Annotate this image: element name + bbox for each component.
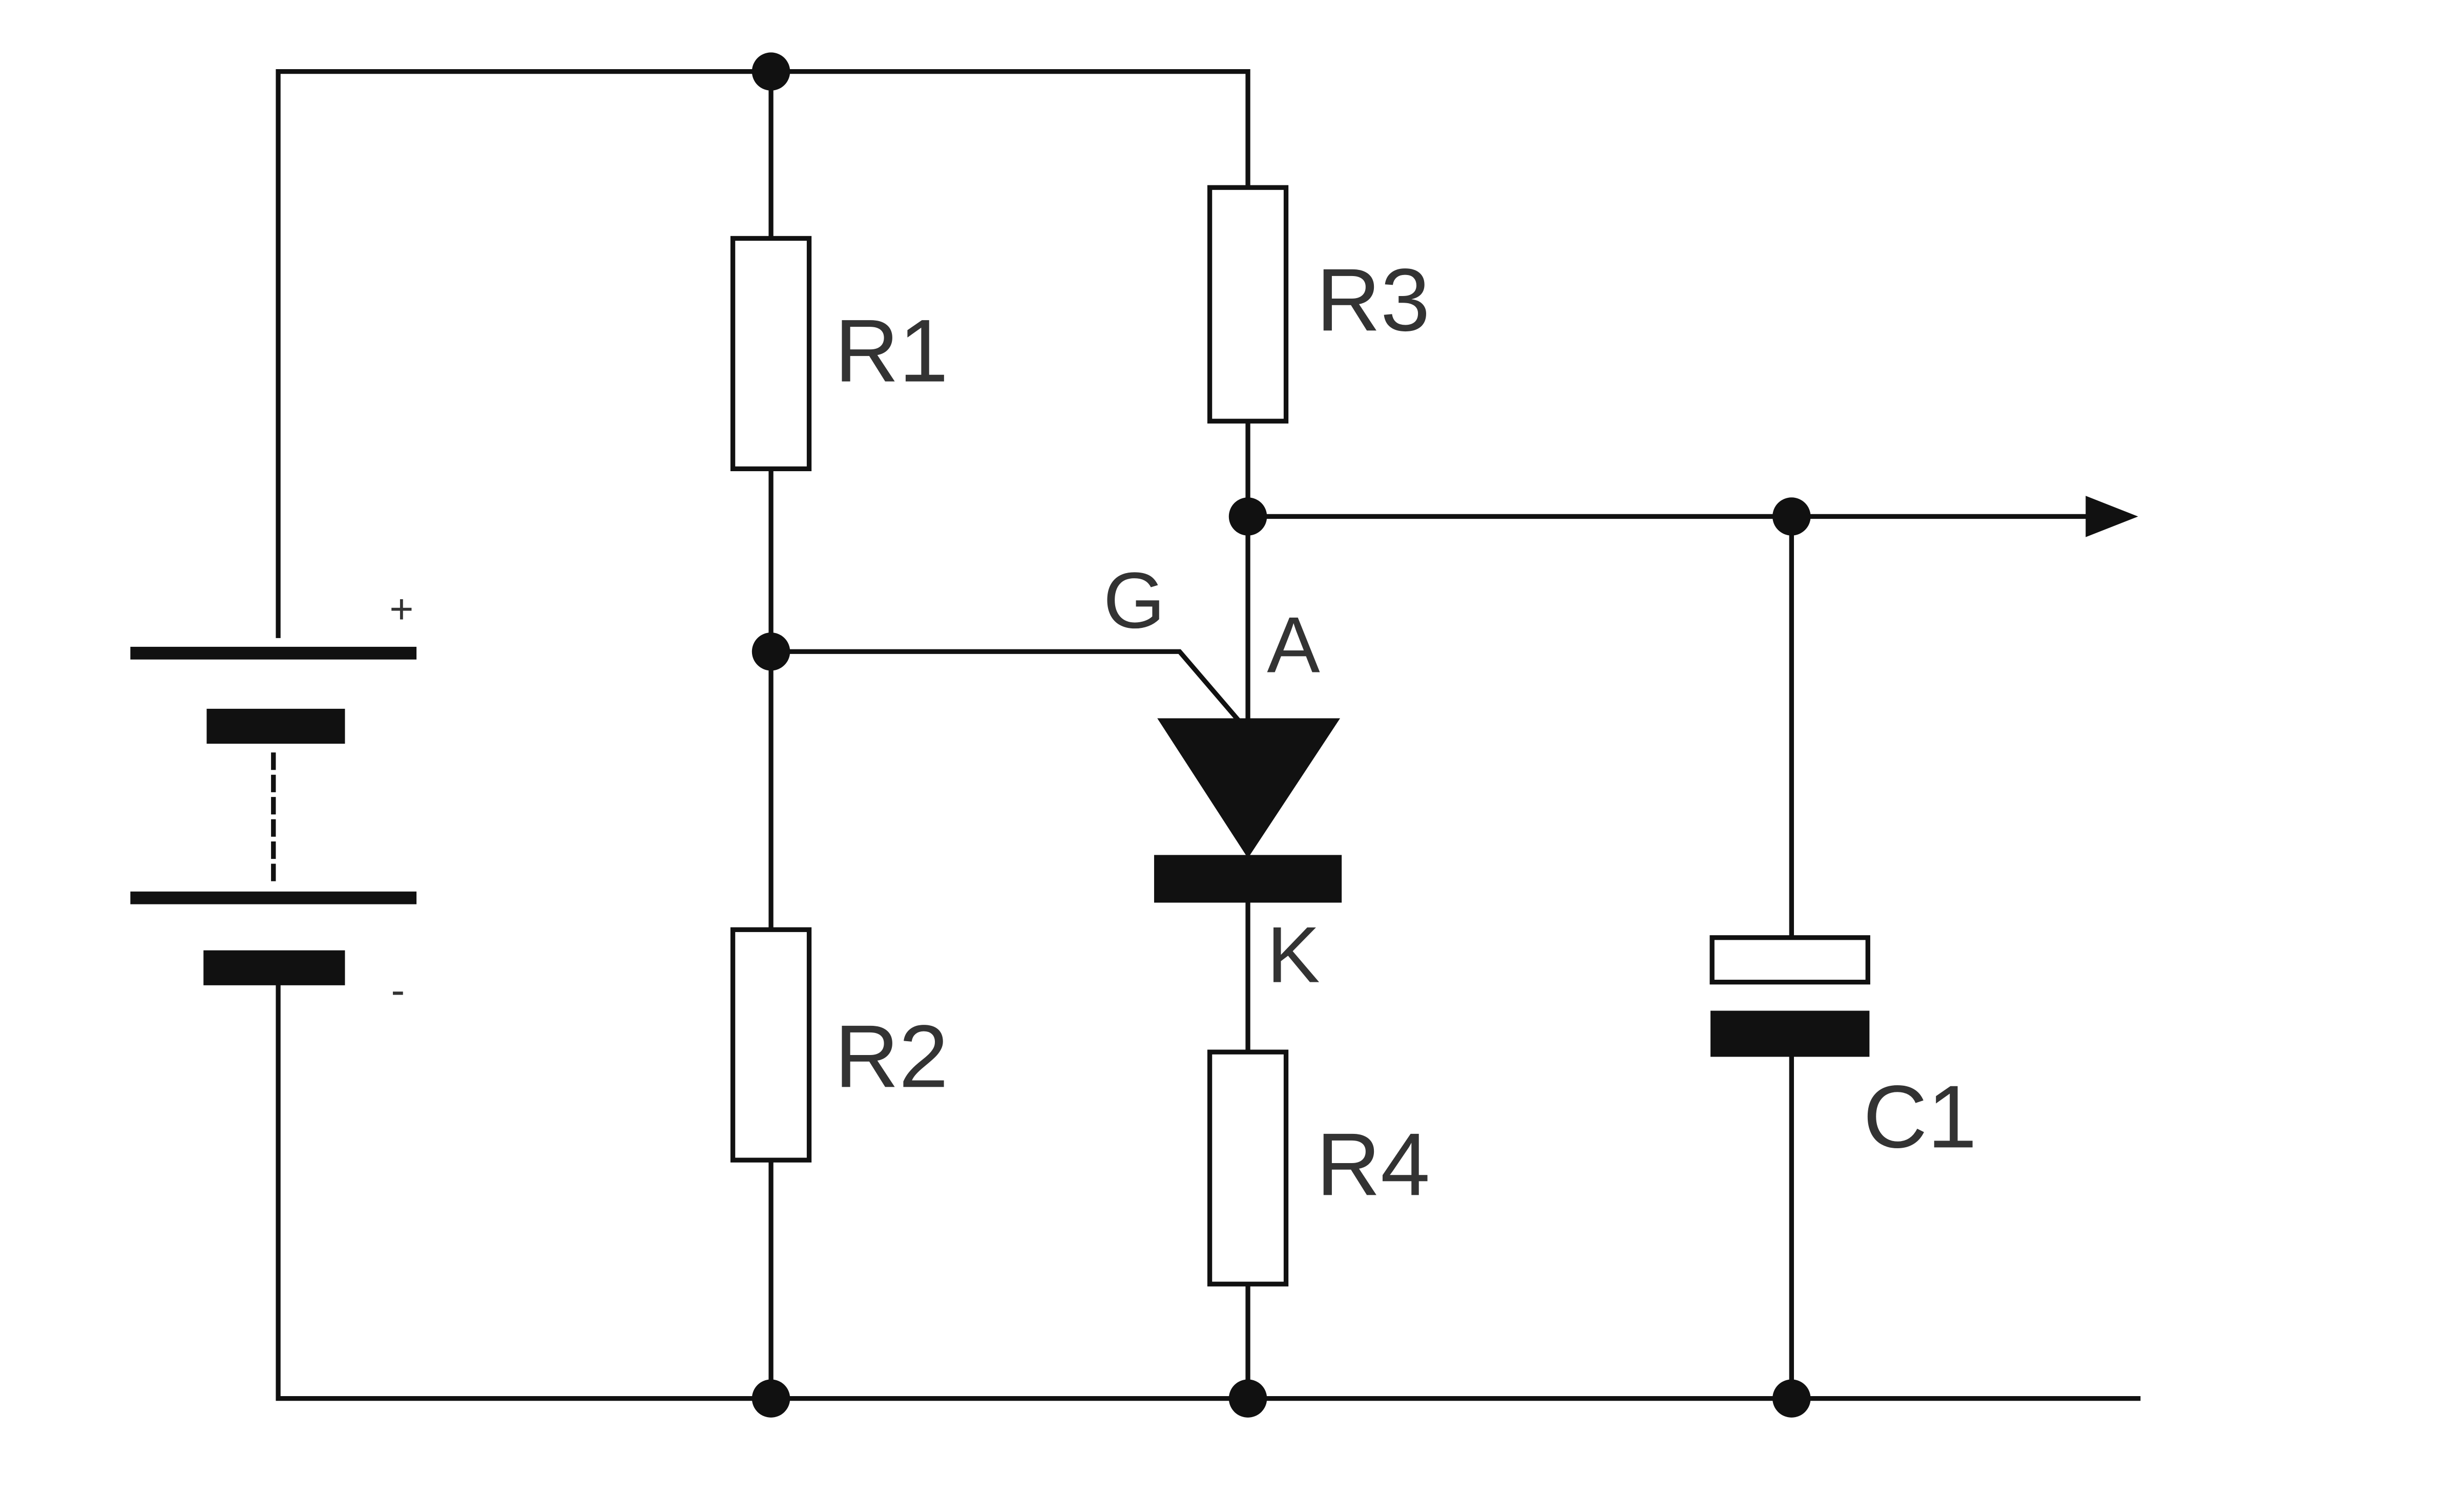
label-c1: C1 [1863,1067,1977,1166]
junction-node [1772,497,1811,536]
thyristor-triangle [1157,718,1341,858]
resistor-r4 [1207,1049,1289,1287]
label-gate: G [1103,556,1165,645]
resistor-r1 [730,236,812,472]
junction-node [1772,1379,1811,1418]
label-r4: R4 [1316,1114,1430,1214]
capacitor-plate-negative [1710,1010,1870,1057]
battery [130,646,417,985]
junction-nodes [751,52,1811,1418]
capacitor-plate-positive [1709,935,1870,985]
junction-node [751,52,790,91]
thyristor [1154,718,1342,903]
label-battery-positive: + [389,586,413,632]
junction-node [1228,1379,1267,1418]
battery-plate-long-top [130,646,417,660]
battery-plate-short-top [206,708,345,744]
thyristor-cathode-bar [1154,855,1342,903]
labels: R1 R2 R3 R4 C1 G A K + - [389,250,1977,1214]
battery-plate-short-bottom [203,950,345,985]
battery-plate-long-bottom [130,891,417,904]
junction-node [751,1379,790,1418]
wire-bottom-rail [276,983,2141,1401]
label-r1: R1 [834,301,948,400]
wire-gate [768,649,1240,722]
resistor-r2 [730,927,812,1163]
capacitor-c1 [1709,935,1870,1057]
output-arrow-icon [2085,496,2138,537]
resistor-r3 [1207,185,1289,424]
label-cathode: K [1267,911,1320,999]
junction-node [751,632,790,671]
label-r3: R3 [1316,250,1430,349]
label-r2: R2 [834,1006,948,1106]
wires [271,69,2141,1401]
junction-node [1228,497,1267,536]
label-battery-negative: - [391,967,405,1014]
label-anode: A [1267,601,1320,689]
